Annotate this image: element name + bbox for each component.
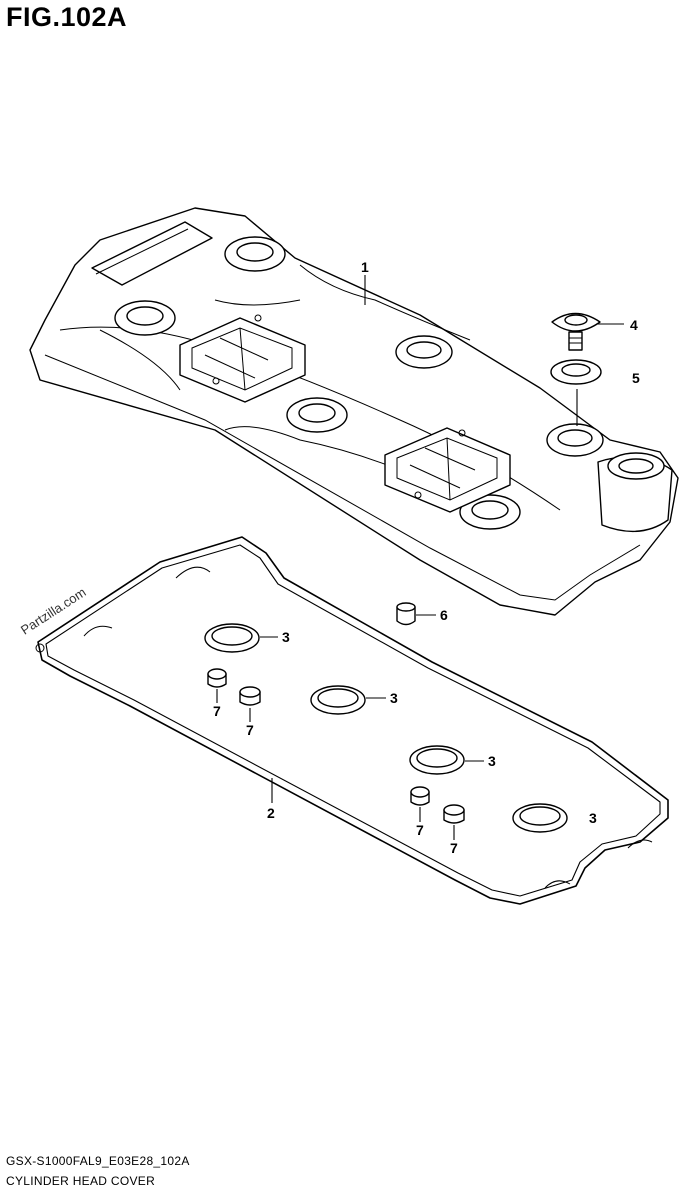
diagram-code: GSX-S1000FAL9_E03E28_102A xyxy=(6,1154,190,1168)
callout-3-a: 3 xyxy=(282,629,290,645)
plug-seal-part-3-c[interactable] xyxy=(409,745,465,775)
callout-7-a: 7 xyxy=(213,703,221,719)
callout-7-b: 7 xyxy=(246,722,254,738)
callout-3-c: 3 xyxy=(488,753,496,769)
bolt-part-4[interactable] xyxy=(551,312,601,351)
washer-part-5[interactable] xyxy=(550,359,602,385)
cylinder-head-cover[interactable] xyxy=(29,207,679,616)
callout-2: 2 xyxy=(267,805,275,821)
callout-7-d: 7 xyxy=(450,840,458,856)
grommet-part-7-a[interactable] xyxy=(207,668,227,688)
callout-6: 6 xyxy=(440,607,448,623)
callout-5: 5 xyxy=(632,370,640,386)
figure-title: FIG.102A xyxy=(6,2,128,32)
callout-3-d: 3 xyxy=(589,810,597,826)
grommet-part-7-c[interactable] xyxy=(410,786,430,806)
callout-3-b: 3 xyxy=(390,690,398,706)
grommet-part-7-b[interactable] xyxy=(239,686,261,706)
callout-1: 1 xyxy=(361,259,369,275)
plug-seal-part-3-a[interactable] xyxy=(204,623,260,653)
plug-seal-part-3-b[interactable] xyxy=(310,685,366,715)
dowel-part-6[interactable] xyxy=(396,602,416,626)
callout-4: 4 xyxy=(630,317,638,333)
grommet-part-7-d[interactable] xyxy=(443,804,465,824)
plug-seal-part-3-d[interactable] xyxy=(512,803,568,833)
cover-gasket-part-2[interactable] xyxy=(35,536,669,905)
callout-7-c: 7 xyxy=(416,822,424,838)
diagram-name: CYLINDER HEAD COVER xyxy=(6,1174,156,1188)
